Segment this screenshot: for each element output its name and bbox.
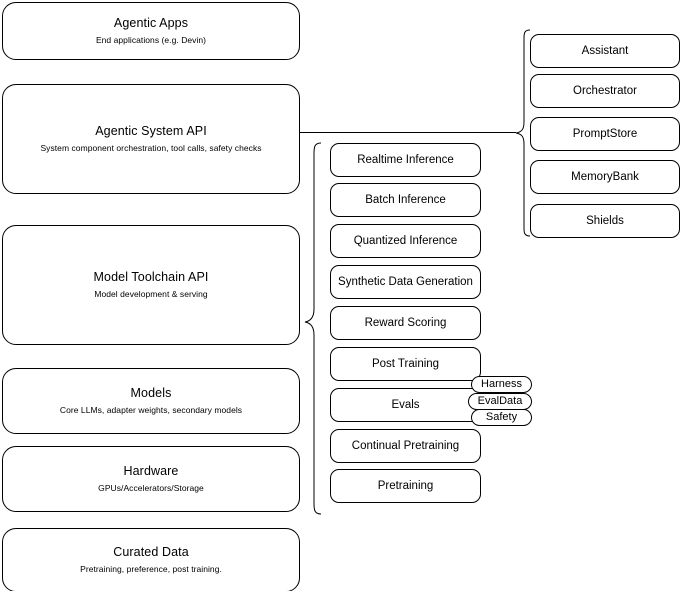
- layer-hardware[interactable]: Hardware GPUs/Accelerators/Storage: [2, 446, 300, 512]
- layer-title: Models: [130, 386, 172, 400]
- system-component-label: PromptStore: [572, 128, 638, 140]
- evals-subcomponent-label: EvalData: [477, 395, 523, 407]
- system-component-label: Shields: [586, 215, 624, 227]
- layer-agentic-system-api[interactable]: Agentic System API System component orch…: [2, 84, 300, 194]
- component-label: Batch Inference: [365, 194, 446, 206]
- layer-subtitle: System component orchestration, tool cal…: [40, 143, 262, 153]
- system-component-assistant[interactable]: Assistant: [530, 34, 680, 68]
- system-component-label: Assistant: [581, 45, 629, 57]
- brace-system-components: [514, 28, 532, 238]
- component-label: Post Training: [371, 358, 440, 370]
- evals-subcomponent-safety[interactable]: Safety: [471, 409, 532, 426]
- layer-title: Curated Data: [113, 545, 189, 559]
- component-realtime-inference[interactable]: Realtime Inference: [330, 143, 481, 177]
- component-label: Continual Pretraining: [351, 440, 460, 452]
- component-label: Reward Scoring: [364, 317, 447, 329]
- system-component-promptstore[interactable]: PromptStore: [530, 117, 680, 151]
- connector-line-system-api: [300, 132, 516, 133]
- component-evals[interactable]: Evals: [330, 388, 481, 422]
- layer-subtitle: Core LLMs, adapter weights, secondary mo…: [59, 405, 243, 415]
- layer-agentic-apps[interactable]: Agentic Apps End applications (e.g. Devi…: [2, 2, 300, 60]
- system-component-orchestrator[interactable]: Orchestrator: [530, 74, 680, 108]
- component-post-training[interactable]: Post Training: [330, 347, 481, 381]
- component-reward-scoring[interactable]: Reward Scoring: [330, 306, 481, 340]
- brace-toolchain-components: [303, 141, 323, 517]
- system-component-shields[interactable]: Shields: [530, 204, 680, 238]
- evals-subcomponent-evaldata[interactable]: EvalData: [468, 393, 532, 410]
- layer-model-toolchain-api[interactable]: Model Toolchain API Model development & …: [2, 225, 300, 345]
- component-label: Evals: [391, 399, 420, 411]
- component-batch-inference[interactable]: Batch Inference: [330, 183, 481, 217]
- layer-title: Agentic System API: [95, 124, 207, 138]
- component-label: Quantized Inference: [353, 235, 458, 247]
- evals-subcomponent-harness[interactable]: Harness: [471, 376, 532, 393]
- layer-curated-data[interactable]: Curated Data Pretraining, preference, po…: [2, 528, 300, 591]
- component-continual-pretraining[interactable]: Continual Pretraining: [330, 429, 481, 463]
- component-label: Synthetic Data Generation: [338, 276, 473, 288]
- evals-subcomponent-label: Safety: [485, 411, 518, 423]
- evals-subcomponent-label: Harness: [481, 378, 522, 390]
- component-quantized-inference[interactable]: Quantized Inference: [330, 224, 481, 258]
- layer-title: Model Toolchain API: [93, 270, 209, 284]
- layer-subtitle: Pretraining, preference, post training.: [80, 564, 222, 574]
- layer-title: Hardware: [123, 464, 179, 478]
- layer-title: Agentic Apps: [113, 16, 189, 30]
- layer-subtitle: GPUs/Accelerators/Storage: [98, 483, 204, 493]
- layer-models[interactable]: Models Core LLMs, adapter weights, secon…: [2, 368, 300, 434]
- layer-subtitle: End applications (e.g. Devin): [95, 35, 207, 45]
- system-component-label: MemoryBank: [571, 171, 639, 183]
- system-component-label: Orchestrator: [573, 85, 637, 97]
- layer-subtitle: Model development & serving: [94, 289, 208, 299]
- system-component-memorybank[interactable]: MemoryBank: [530, 160, 680, 194]
- component-pretraining[interactable]: Pretraining: [330, 469, 481, 503]
- component-synthetic-data-generation[interactable]: Synthetic Data Generation: [330, 265, 481, 299]
- component-label: Pretraining: [377, 480, 434, 492]
- component-label: Realtime Inference: [357, 154, 454, 166]
